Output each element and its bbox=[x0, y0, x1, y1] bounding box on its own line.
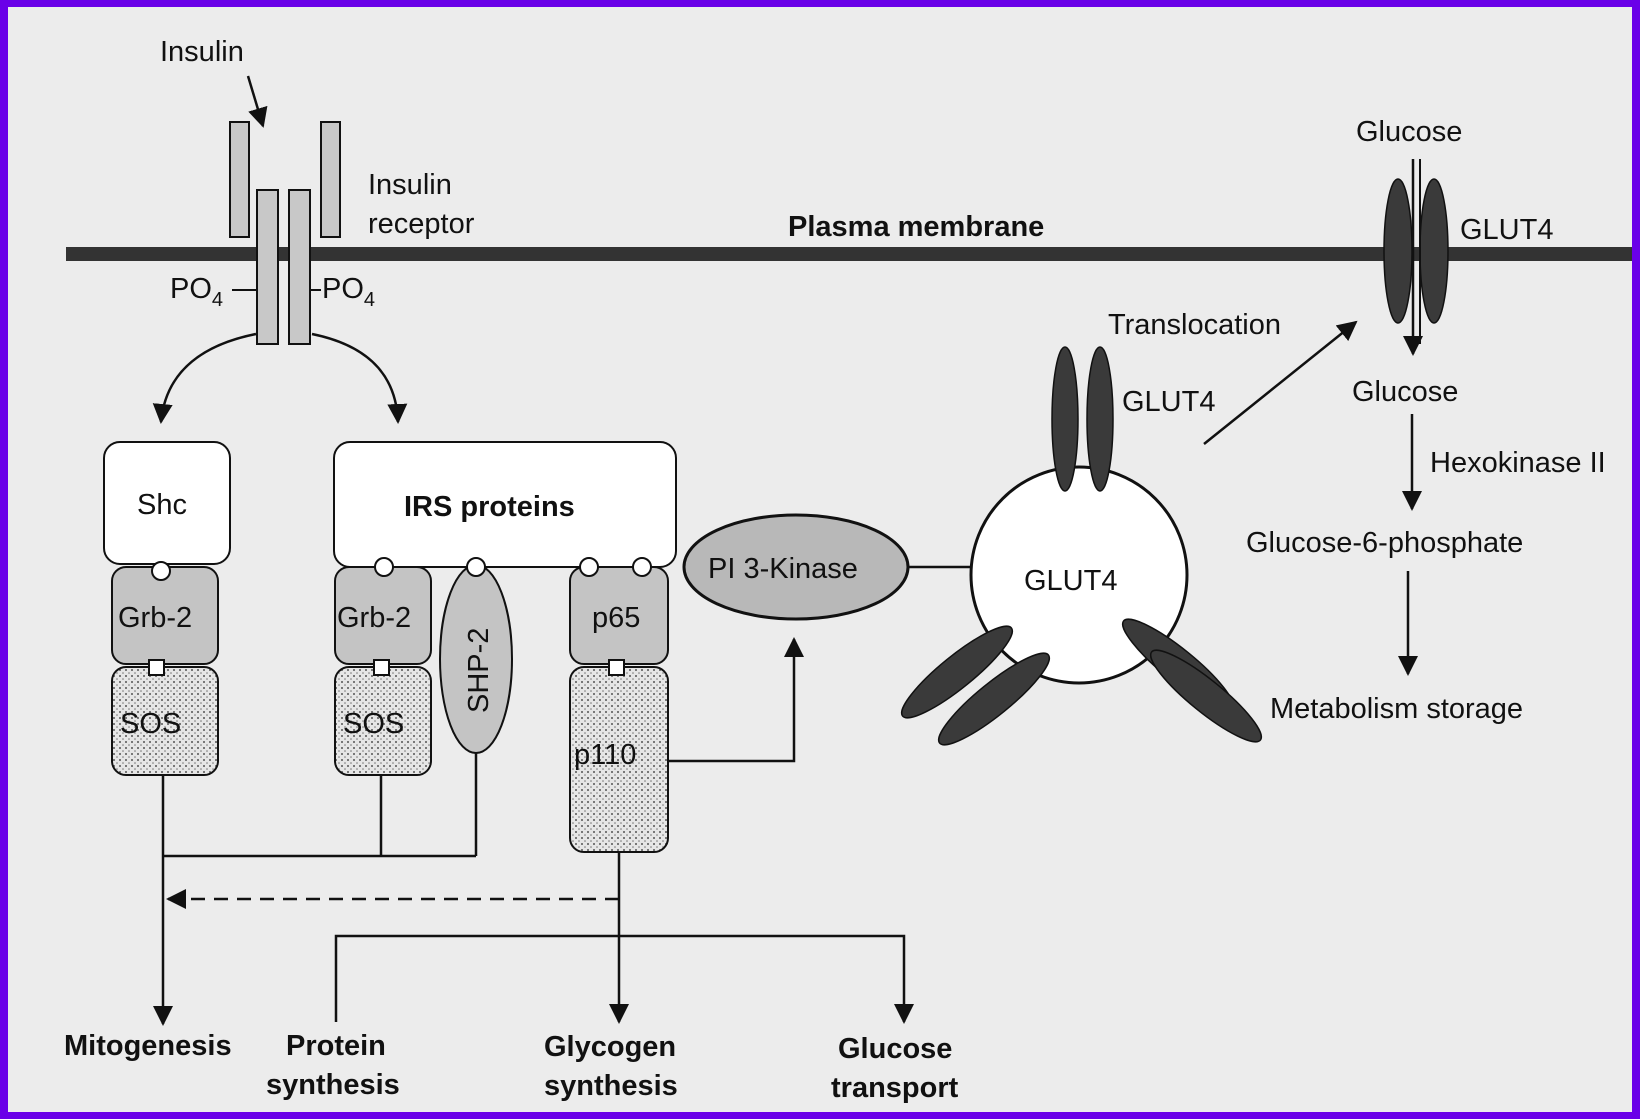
receptor-to-shc-arrow bbox=[161, 334, 256, 422]
grb2-left-label: Grb-2 bbox=[118, 602, 192, 634]
insulin-receptor-label-2: receptor bbox=[368, 208, 475, 240]
p65-label: p65 bbox=[592, 602, 640, 634]
metabolism-storage-label: Metabolism storage bbox=[1270, 693, 1523, 725]
irs-proteins-label: IRS proteins bbox=[404, 491, 575, 523]
irs-phospho-site-4 bbox=[633, 558, 651, 576]
grb2-sos-right-link bbox=[374, 660, 389, 675]
translocation-label: Translocation bbox=[1108, 309, 1281, 341]
po4-right-label: PO4 bbox=[322, 273, 375, 311]
protein-synthesis-label-1: Protein bbox=[286, 1030, 386, 1062]
mitogenesis-label: Mitogenesis bbox=[64, 1030, 232, 1062]
shc-label: Shc bbox=[137, 489, 187, 521]
insulin-receptor bbox=[230, 122, 340, 344]
grb2-right-label: Grb-2 bbox=[337, 602, 411, 634]
glucose-6-phosphate-label: Glucose-6-phosphate bbox=[1246, 527, 1523, 559]
glycogen-synthesis-label-2: synthesis bbox=[544, 1070, 678, 1102]
glut4-vesicle-top-label: GLUT4 bbox=[1122, 386, 1215, 418]
glut4-vesicle-label: GLUT4 bbox=[1024, 565, 1117, 597]
pi3k-label: PI 3-Kinase bbox=[708, 553, 858, 585]
figure-frame: Plasma membrane Insulin Insulin receptor… bbox=[8, 7, 1632, 1112]
protein-synthesis-label-2: synthesis bbox=[266, 1069, 400, 1101]
shp2-label: SHP-2 bbox=[463, 628, 495, 713]
p110-to-pi3k-arrow bbox=[668, 639, 794, 761]
hexokinase-label: Hexokinase II bbox=[1430, 447, 1606, 479]
grb2-sos-left-link bbox=[149, 660, 164, 675]
insulin-signaling-diagram: Plasma membrane Insulin Insulin receptor… bbox=[8, 7, 1632, 1112]
pathway-lines bbox=[163, 753, 904, 1024]
insulin-arrow bbox=[248, 76, 263, 126]
glucose-top-label: Glucose bbox=[1356, 116, 1462, 148]
receptor-to-irs-arrow bbox=[312, 334, 398, 422]
glycogen-synthesis-label-1: Glycogen bbox=[544, 1031, 676, 1063]
p65-p110-link bbox=[609, 660, 624, 675]
po4-left-label: PO4 bbox=[170, 273, 223, 311]
p110-label: p110 bbox=[574, 739, 636, 771]
shc-phospho-site bbox=[152, 562, 170, 580]
glucose-transport-label-2: transport bbox=[831, 1072, 959, 1104]
plasma-membrane-label: Plasma membrane bbox=[788, 211, 1044, 243]
irs-phospho-site-3 bbox=[580, 558, 598, 576]
irs-phospho-site-2 bbox=[467, 558, 485, 576]
glut4-membrane-label: GLUT4 bbox=[1460, 214, 1553, 246]
irs-phospho-site-1 bbox=[375, 558, 393, 576]
insulin-receptor-label-1: Insulin bbox=[368, 169, 452, 201]
sos-left-label: SOS bbox=[120, 708, 181, 740]
glucose-transport-label-1: Glucose bbox=[838, 1033, 952, 1065]
sos-right-label: SOS bbox=[343, 708, 404, 740]
glucose-inside-label: Glucose bbox=[1352, 376, 1458, 408]
insulin-label: Insulin bbox=[160, 36, 244, 68]
